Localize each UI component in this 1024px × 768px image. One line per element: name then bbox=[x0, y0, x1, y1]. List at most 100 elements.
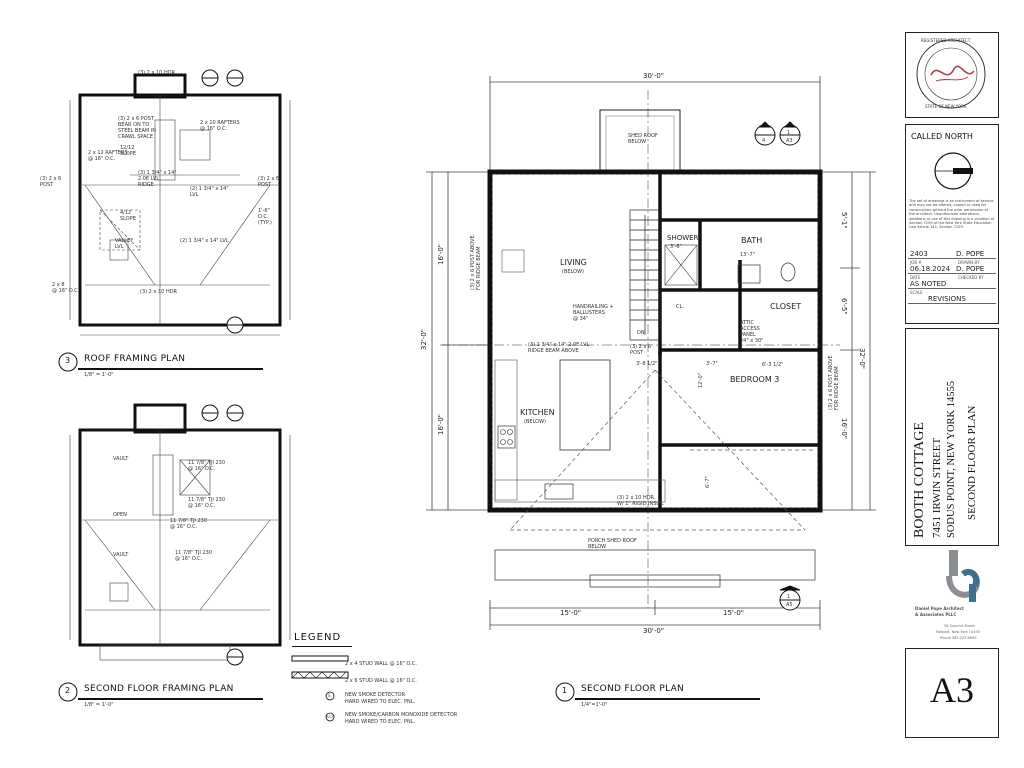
roof-note-slope-1: 12/12 SLOPE bbox=[120, 145, 136, 157]
roof-note-post-left: (3) 2 x 6 POST bbox=[40, 176, 62, 188]
legend-item-smoke-co-1: NEW SMOKE/CARBON MONOXIDE DETECTOR bbox=[345, 712, 458, 718]
called-north-label: CALLED NORTH bbox=[911, 132, 973, 141]
project-title-box bbox=[905, 328, 999, 546]
dim-left-bottom: 16'-0" bbox=[437, 413, 445, 435]
plan1-title-graphic bbox=[555, 682, 760, 702]
dim-right-c: 16'-0" bbox=[840, 418, 848, 440]
project-city: SODUS POINT, NEW YORK 14555 bbox=[946, 380, 957, 538]
legend-item-smoke-1: NEW SMOKE DETECTOR bbox=[345, 692, 406, 698]
section-callout-a-num: 4 bbox=[762, 138, 766, 144]
legend-title-underline bbox=[292, 646, 352, 647]
note-porch-roof: PORCH SHED ROOF BELOW bbox=[588, 538, 637, 550]
framing-note-joist-2: 11 7/8" TJI 230 @ 16" O.C. bbox=[188, 497, 226, 509]
seal-text-top: REGISTERED ARCHITECT bbox=[921, 38, 971, 43]
dim-bottom-right: 15'-0" bbox=[723, 609, 745, 617]
project-name: BOOTH COTTAGE bbox=[912, 422, 927, 538]
plan3-title-graphic bbox=[58, 352, 263, 372]
roof-note-hip: (2) 1 3/4" x 14" LVL bbox=[180, 238, 229, 244]
note-post-right: (3) 2 x 6 POST ABOVE FOR RIDGE BEAM bbox=[828, 355, 840, 410]
legend-symbol-smoke: S bbox=[328, 693, 331, 698]
roof-note-ridge: (3) 1 3/4" x 14" 2.0E LVL RIDGE bbox=[138, 170, 177, 188]
note-header-bottom: (3) 2 x 10 HDR. W/ 1" RIGID INSUL. bbox=[617, 495, 665, 507]
dim-mid-b: 3'-7" bbox=[706, 361, 718, 367]
framing-note-open: OPEN bbox=[113, 512, 127, 518]
plan3-scale: 1/8" = 1'-0" bbox=[84, 372, 114, 378]
dim-left-top: 16'-0" bbox=[437, 243, 445, 265]
plan1-title: SECOND FLOOR PLAN bbox=[581, 684, 685, 694]
note-ridge-beam: (3) 1 3/4" x 14" 2.0E LVL RIDGE BEAM ABO… bbox=[528, 342, 590, 354]
dim-right-a: 5'-1" bbox=[840, 212, 848, 229]
legend-symbol-smoke-co: S/CO bbox=[326, 715, 335, 719]
firm-address-2: Fairport, New York 14450 bbox=[936, 630, 980, 634]
framing-note-vault-2: VAULT bbox=[113, 552, 129, 558]
project-info-box bbox=[905, 124, 999, 324]
dim-mid-d: 6'-7" bbox=[705, 476, 711, 488]
firm-name-1: Daniel Pope Architect bbox=[915, 606, 964, 611]
section-callout-b-sheet: A3 bbox=[786, 138, 793, 144]
framing-note-joist-1: 11 7/8" TJI 230 @ 16" O.C. bbox=[188, 460, 226, 472]
project-street: 7451 IRWIN STREET bbox=[931, 437, 943, 538]
note-handrailing: HANDRAILING + BALLUSTERS @ 34" bbox=[573, 304, 614, 322]
scale-label: SCALE bbox=[910, 290, 923, 295]
dim-shower-width: 3'-6" bbox=[670, 244, 682, 250]
framing-note-joist-4: 11 7/8" TJI 230 @ 16" O.C. bbox=[175, 550, 213, 562]
sheet-number-box: A3 bbox=[905, 648, 999, 738]
room-label-kitchen: KITCHEN bbox=[520, 408, 555, 417]
roof-framing-plan-drawing bbox=[69, 69, 291, 336]
roof-note-post-right: (3) 2 x 6 POST bbox=[258, 176, 280, 188]
plan2-title-graphic bbox=[58, 682, 263, 702]
drawn-by: D. POPE bbox=[956, 250, 985, 258]
dim-bedroom-width: 6'-3 1/2" bbox=[762, 362, 784, 368]
roof-note-slope-2: 4/12 SLOPE bbox=[120, 210, 136, 222]
plan2-number: 2 bbox=[65, 686, 71, 695]
framing-note-vault-1: VAULT bbox=[113, 456, 129, 462]
plan2-scale: 1/8" = 1'-0" bbox=[84, 702, 114, 708]
north-arrow-icon bbox=[934, 152, 973, 190]
note-post-left: (3) 2 x 6 POST ABOVE FOR RIDGE BEAM bbox=[470, 235, 482, 290]
room-sublabel-living: (BELOW) bbox=[562, 269, 584, 275]
dim-overall-top: 30'-0" bbox=[643, 72, 665, 80]
firm-logo-icon bbox=[946, 550, 981, 602]
legend-symbols bbox=[291, 655, 349, 722]
roof-note-plate: 2 x 8 @ 16" O.C. bbox=[52, 282, 80, 294]
legend-item-2x6: 2 x 6 STUD WALL @ 16" O.C. bbox=[345, 678, 417, 684]
note-dn: DN bbox=[637, 330, 645, 336]
drawing-scale: AS NOTED bbox=[910, 280, 947, 288]
checked-by-label: CHECKED BY bbox=[958, 275, 984, 280]
drawn-by-label: DRAWN BY bbox=[958, 260, 980, 265]
drawing-date: 06.18.2024 bbox=[910, 265, 951, 273]
firm-phone: Phone 585.223.6690 bbox=[940, 636, 977, 640]
roof-note-lvl-right: (2) 1 3/4" x 14" LVL bbox=[190, 186, 229, 198]
elevation-callout-num: 1 bbox=[787, 594, 791, 600]
room-sublabel-kitchen: (BELOW) bbox=[524, 419, 546, 425]
plan3-title: ROOF FRAMING PLAN bbox=[84, 354, 186, 364]
roof-note-hdr-bottom: (3) 2 x 10 HDR bbox=[140, 289, 178, 295]
sheet-number: A3 bbox=[930, 670, 974, 710]
roof-note-hdr-top: (3) 2 x 10 HDR bbox=[138, 70, 176, 76]
note-attic-access: ATTIC ACCESS PANEL 24" x 30" bbox=[740, 320, 764, 344]
date-label: DATE bbox=[910, 275, 921, 280]
second-floor-framing-plan-drawing bbox=[69, 403, 291, 666]
legend-item-smoke-2: HARD WIRED TO ELEC. PNL. bbox=[345, 699, 416, 705]
dim-left-overall: 32'-0" bbox=[420, 328, 428, 350]
plan3-number: 3 bbox=[65, 356, 71, 365]
dim-bottom-left: 15'-0" bbox=[560, 609, 582, 617]
plan1-number: 1 bbox=[562, 686, 568, 695]
second-floor-plan-drawing bbox=[426, 76, 876, 630]
note-shed-roof: SHED ROOF BELOW bbox=[628, 133, 658, 145]
firm-name-2: & Associates PLLC bbox=[915, 612, 957, 617]
firm-address-1: 58 Summit Street bbox=[944, 624, 975, 628]
revisions-label: REVISIONS bbox=[928, 295, 966, 303]
roof-note-post-bear: (3) 2 x 6 POST BEAR ON TO STEEL BEAM IN … bbox=[118, 116, 157, 140]
room-label-bath: BATH bbox=[741, 236, 763, 245]
roof-note-rafters-1: 2 x 12 RAFTERS @ 16" O.C. bbox=[88, 150, 128, 162]
note-post-mid: (3) 2 x 6 POST bbox=[630, 344, 652, 356]
plan1-scale: 1/4"=1'-0" bbox=[581, 702, 608, 708]
dim-overall-bottom: 30'-0" bbox=[643, 627, 665, 635]
job-number: 2403 bbox=[910, 250, 928, 258]
elevation-callout-sheet: A5 bbox=[786, 602, 793, 608]
plan2-title: SECOND FLOOR FRAMING PLAN bbox=[84, 684, 234, 694]
legend-item-2x4: 2 x 4 STUD WALL @ 16" O.C. bbox=[345, 661, 417, 667]
room-label-cl: CL. bbox=[676, 304, 684, 310]
seal-text-bottom: STATE OF NEW YORK bbox=[925, 104, 967, 109]
